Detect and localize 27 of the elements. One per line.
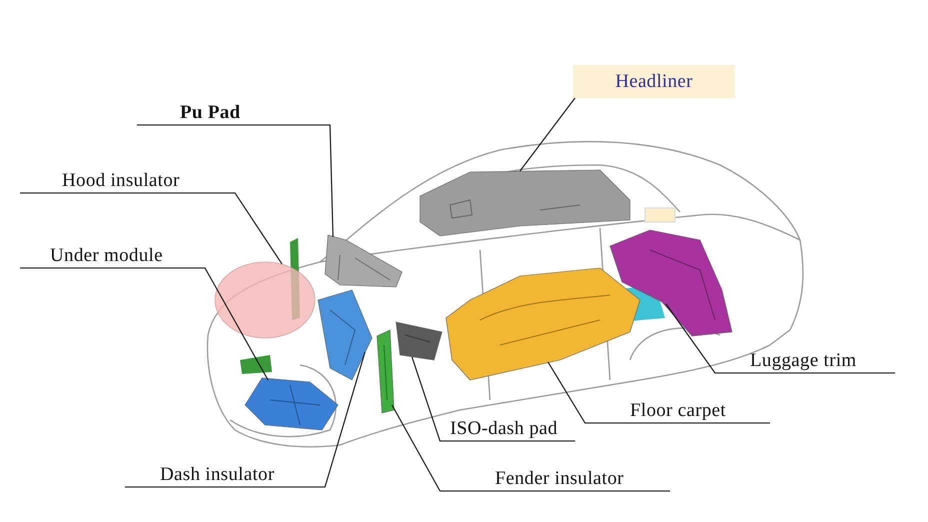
leader-line (548, 362, 770, 424)
part-label: Fender insulator (440, 467, 670, 491)
part-label: Floor carpet (585, 399, 770, 423)
hood-insulator-pad (214, 262, 316, 338)
floor-carpet-shape (446, 268, 640, 380)
leader-line (666, 304, 895, 374)
luggage-trim-panel (610, 230, 732, 336)
part-label: Pu Pad (137, 101, 330, 125)
headliner-panel (420, 170, 630, 236)
part-label: Dash insulator (125, 463, 325, 487)
dash-insulator-panel (318, 290, 372, 380)
leader-line (392, 404, 670, 492)
under-module-panel (244, 378, 338, 430)
leader-line (20, 267, 268, 380)
leader-line (125, 352, 366, 488)
part-label: Under module (20, 244, 205, 268)
part-label: Luggage trim (715, 349, 895, 373)
leader-line (137, 124, 334, 238)
highlighted-label: Headliner (573, 65, 735, 98)
part-label: ISO-dash pad (440, 417, 575, 441)
part-label: Hood insulator (20, 169, 235, 193)
leader-line (411, 356, 575, 442)
fender-insulator-strip (376, 330, 394, 414)
leader-line (20, 192, 282, 264)
dash-pad-strip (396, 322, 442, 360)
dash-pad-panel (324, 234, 402, 288)
leader-line (520, 98, 576, 172)
